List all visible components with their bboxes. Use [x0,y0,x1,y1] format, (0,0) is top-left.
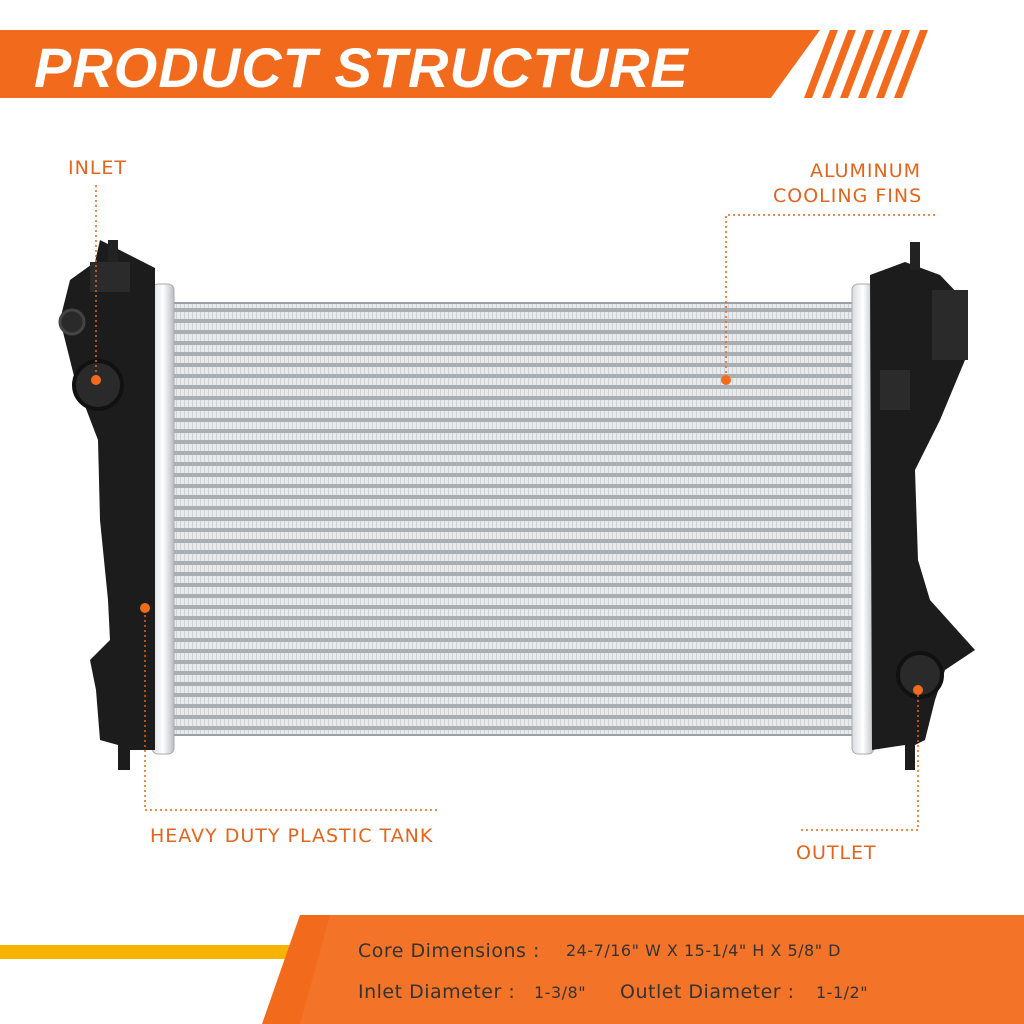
inlet-marker [91,375,101,385]
footer-band [0,915,1024,1024]
decorative-stripes [804,30,928,98]
page-title: PRODUCT STRUCTURE [34,36,689,99]
fins-marker [721,375,731,385]
outlet-marker [913,685,923,695]
inlet-diameter-value: 1-3/8" [534,983,587,1002]
core-dimensions-value: 24-7/16" W X 15-1/4" H X 5/8" D [566,941,841,960]
outlet-label: OUTLET [796,842,877,864]
inlet-label: INLET [68,157,128,179]
outlet-diameter-value: 1-1/2" [816,983,869,1002]
fins-label-line1: ALUMINUM [810,160,922,182]
tank-label: HEAVY DUTY PLASTIC TANK [150,825,434,847]
outlet-diameter-label: Outlet Diameter : [620,981,795,1003]
core-dimensions-label: Core Dimensions : [358,940,540,962]
inlet-diameter-label: Inlet Diameter : [358,981,516,1003]
fins-label-line2: COOLING FINS [773,185,923,207]
tank-marker [140,603,150,613]
cooling-core [161,302,863,736]
header-banner [0,30,820,98]
